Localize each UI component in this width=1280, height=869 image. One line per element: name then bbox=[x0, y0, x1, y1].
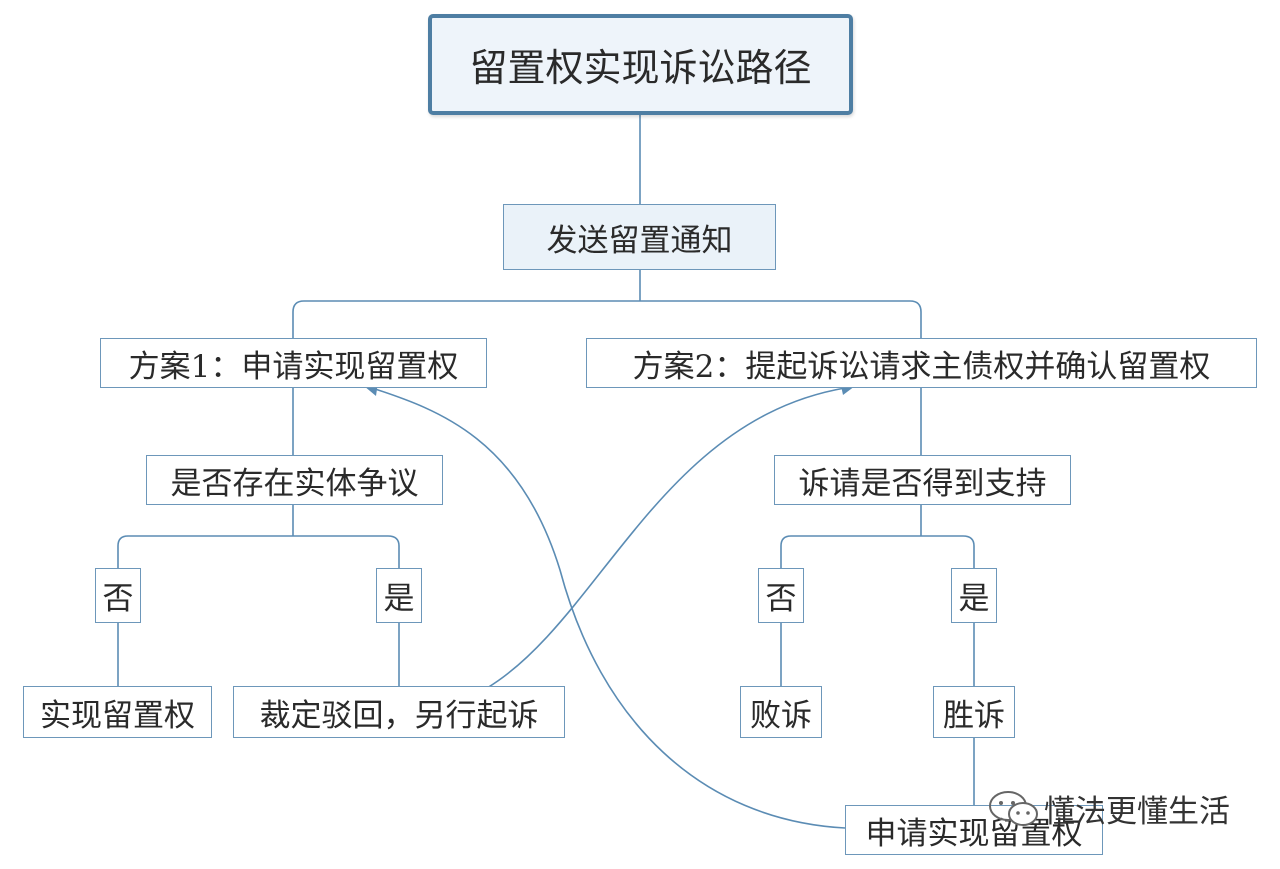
wechat-icon bbox=[989, 790, 1038, 826]
plan1-label: 方案1：申请实现留置权 bbox=[100, 338, 487, 388]
diagram-title: 留置权实现诉讼路径 bbox=[428, 14, 853, 115]
plan2-no-result: 败诉 bbox=[740, 686, 822, 738]
plan2-yes-result: 胜诉 bbox=[933, 686, 1015, 738]
arrow-reject-to-plan2 bbox=[486, 387, 846, 689]
plan1-no: 否 bbox=[95, 568, 141, 623]
connector-step-branches bbox=[292, 270, 922, 338]
plan1-no-result: 实现留置权 bbox=[23, 686, 212, 738]
watermark-text: 懂法更懂生活 bbox=[1044, 794, 1230, 830]
plan2-yes: 是 bbox=[951, 568, 997, 623]
connector-plan1-split bbox=[117, 505, 400, 568]
plan2-question: 诉请是否得到支持 bbox=[774, 455, 1071, 505]
watermark: 懂法更懂生活 bbox=[986, 786, 1230, 831]
plan1-yes-result: 裁定驳回，另行起诉 bbox=[233, 686, 565, 738]
plan2-label: 方案2：提起诉讼请求主债权并确认留置权 bbox=[586, 338, 1257, 388]
plan2-no: 否 bbox=[758, 568, 804, 623]
step-send-notice: 发送留置通知 bbox=[503, 204, 776, 270]
plan1-question: 是否存在实体争议 bbox=[146, 455, 443, 505]
connector-plan2-split bbox=[780, 505, 975, 568]
plan1-yes: 是 bbox=[376, 568, 422, 623]
plan2-final: 申请实现留置权 bbox=[845, 805, 1103, 855]
arrow-final-to-plan1 bbox=[371, 387, 846, 829]
